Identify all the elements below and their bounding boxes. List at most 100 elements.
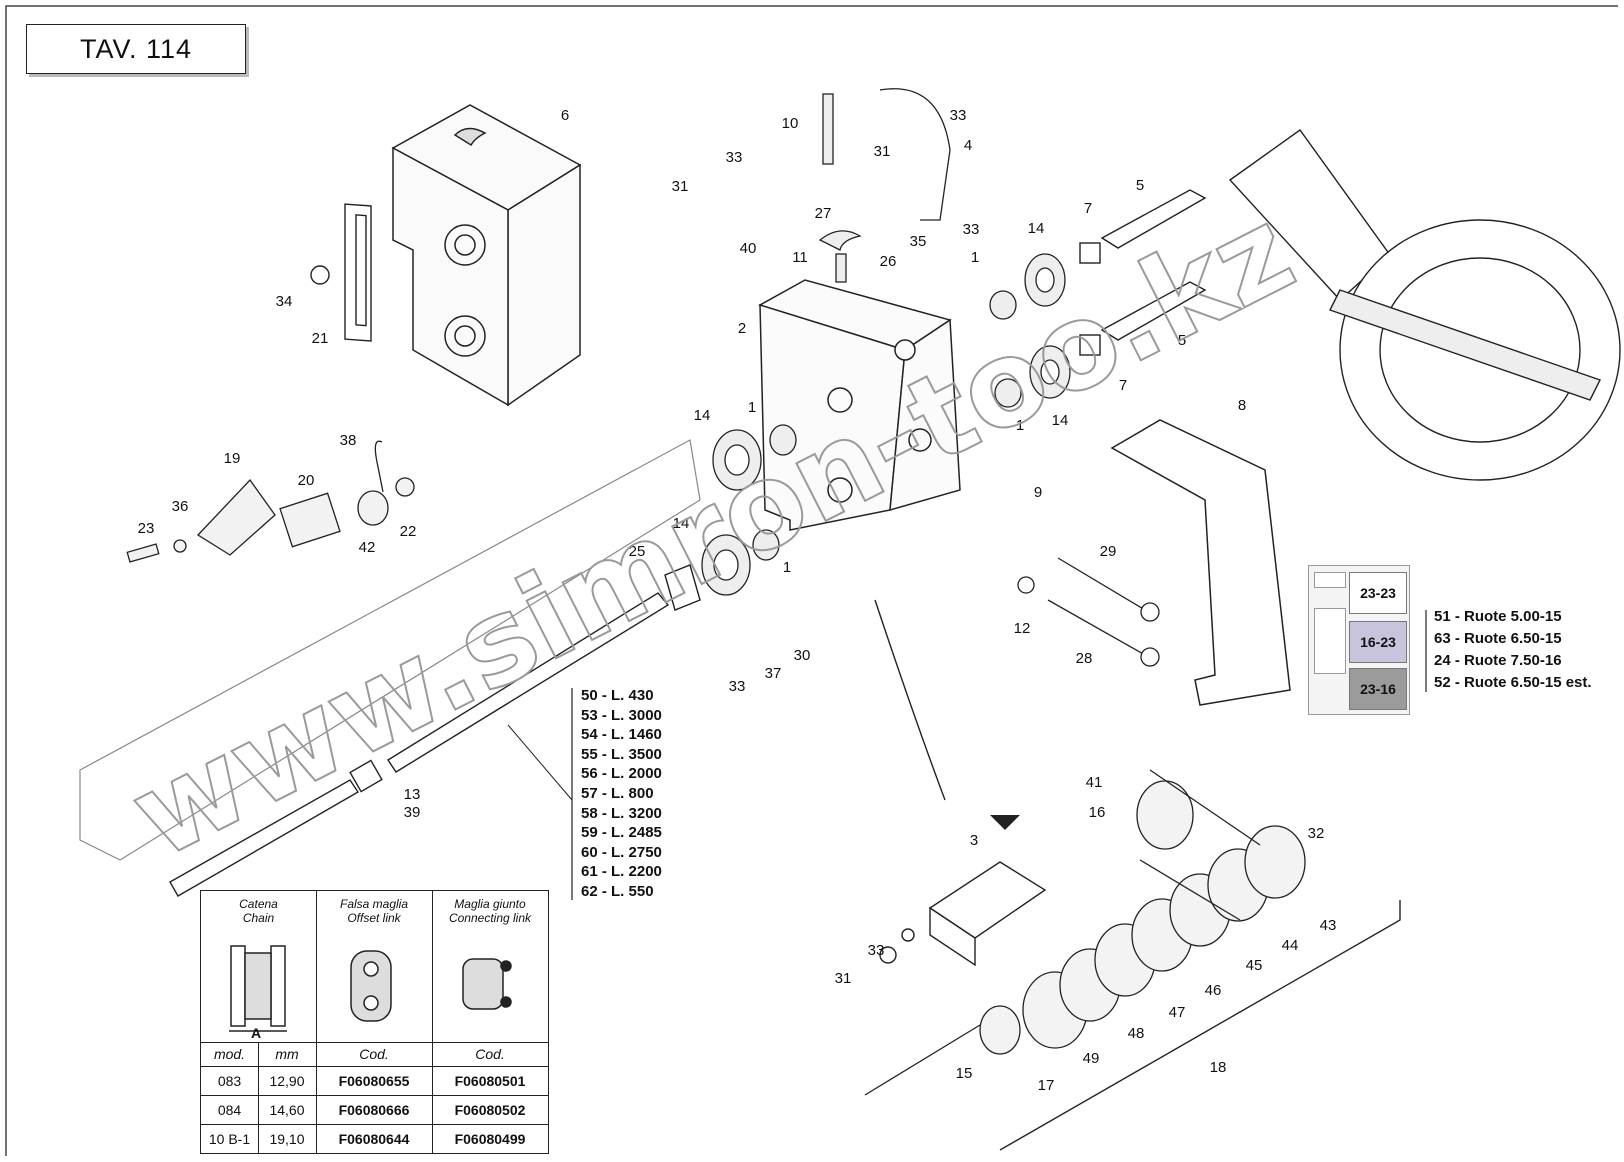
callout-30: 30 <box>794 647 811 664</box>
table-cell: 10 B-1 <box>208 1130 251 1147</box>
counter-assembly <box>126 440 415 563</box>
callout-6: 6 <box>561 107 569 124</box>
callout-39: 39 <box>404 804 421 821</box>
connecting-link-icon <box>462 958 512 1010</box>
chain-guard <box>1110 419 1291 706</box>
conveyor-plane <box>79 439 701 861</box>
callout-16: 16 <box>1089 804 1106 821</box>
callout-1: 1 <box>748 399 756 416</box>
callout-14: 14 <box>673 515 690 532</box>
table-cell: F06080499 <box>454 1130 526 1147</box>
wheel-item: 63 - Ruote 6.50-15 <box>1434 630 1562 647</box>
dimension-a-label: A <box>250 1025 262 1041</box>
length-item: 57 - L. 800 <box>581 784 654 802</box>
callout-29: 29 <box>1100 543 1117 560</box>
main-plate <box>758 279 961 531</box>
table-cell: F06080502 <box>454 1101 526 1118</box>
bracket-3 <box>879 861 1047 967</box>
square-shafts <box>1079 189 1207 356</box>
callout-31: 31 <box>835 970 852 987</box>
callout-11: 11 <box>792 249 808 266</box>
chain-icons <box>229 945 512 1032</box>
ratio-blank <box>1314 608 1346 674</box>
subheader-mod: mod. <box>213 1046 246 1062</box>
callout-1: 1 <box>783 559 791 576</box>
bearings <box>701 253 1071 596</box>
length-list: 50 - L. 430 53 - L. 3000 54 - L. 1460 55… <box>581 686 662 902</box>
callout-42: 42 <box>359 539 376 556</box>
table-cell: 12,90 <box>269 1072 305 1089</box>
callout-44: 44 <box>1282 937 1299 954</box>
callout-32: 32 <box>1308 825 1325 842</box>
length-item: 50 - L. 430 <box>581 687 654 704</box>
ratio-blank <box>1314 572 1346 588</box>
gearbox-housing <box>391 104 582 407</box>
callout-33: 33 <box>868 942 885 959</box>
callout-3: 3 <box>970 832 978 849</box>
callout-40: 40 <box>740 240 757 257</box>
callout-33: 33 <box>729 678 746 695</box>
table-cell: 19,10 <box>269 1130 305 1147</box>
callout-18: 18 <box>1210 1059 1227 1076</box>
callout-14: 14 <box>1052 412 1069 429</box>
wheel-item: 52 - Ruote 6.50-15 est. <box>1434 674 1592 691</box>
knob-and-spring <box>818 88 951 283</box>
length-item: 53 - L. 3000 <box>581 706 662 724</box>
subheader-mm: mm <box>275 1046 299 1062</box>
callout-35: 35 <box>910 233 927 250</box>
callout-48: 48 <box>1128 1025 1145 1042</box>
table-cell: 084 <box>217 1101 242 1118</box>
callout-46: 46 <box>1205 982 1222 999</box>
callout-7: 7 <box>1119 377 1127 394</box>
offset-link-icon <box>350 950 392 1022</box>
callout-43: 43 <box>1320 917 1337 934</box>
callout-45: 45 <box>1246 957 1263 974</box>
callout-37: 37 <box>765 665 782 682</box>
direction-arrow <box>990 815 1020 830</box>
callout-22: 22 <box>400 523 417 540</box>
length-item: 58 - L. 3200 <box>581 804 662 822</box>
callout-33: 33 <box>950 107 967 124</box>
table-cell: 14,60 <box>269 1101 305 1118</box>
callout-31: 31 <box>672 178 689 195</box>
sprocket-stack <box>864 769 1306 1096</box>
wheel-item: 24 - Ruote 7.50-16 <box>1434 652 1562 669</box>
length-item: 54 - L. 1460 <box>581 726 662 744</box>
callout-20: 20 <box>298 472 315 489</box>
table-cell: 083 <box>217 1072 242 1089</box>
subheader-cod: Cod. <box>359 1046 389 1062</box>
callout-9: 9 <box>1034 484 1042 501</box>
subheader-cod: Cod. <box>475 1046 505 1062</box>
callout-41: 41 <box>1086 774 1103 791</box>
brace-18 <box>999 900 1401 1151</box>
callout-10: 10 <box>782 115 799 132</box>
callout-47: 47 <box>1169 1004 1186 1021</box>
table-cell: F06080644 <box>338 1130 410 1147</box>
callout-28: 28 <box>1076 650 1093 667</box>
drawing-title: TAV. 114 <box>26 24 246 74</box>
wheel-item: 51 - Ruote 5.00-15 <box>1434 608 1562 625</box>
callout-14: 14 <box>694 407 711 424</box>
bracket-21 <box>310 203 372 342</box>
callout-34: 34 <box>276 293 293 310</box>
length-item: 60 - L. 2750 <box>581 843 662 861</box>
callout-1: 1 <box>971 249 979 266</box>
callout-14: 14 <box>1028 220 1045 237</box>
callout-12: 12 <box>1014 620 1031 637</box>
table-cell: F06080666 <box>338 1101 410 1118</box>
length-item: 59 - L. 2485 <box>581 824 662 842</box>
callout-5: 5 <box>1178 332 1186 349</box>
callout-26: 26 <box>880 253 897 270</box>
length-item: 56 - L. 2000 <box>581 765 662 783</box>
callout-8: 8 <box>1238 397 1246 414</box>
callout-19: 19 <box>224 450 241 467</box>
ratio-23-23: 23-23 <box>1349 572 1407 614</box>
ratio-legend: 23-23 16-23 23-16 <box>1308 565 1410 715</box>
callout-33: 33 <box>963 221 980 238</box>
wheel-list: 51 - Ruote 5.00-15 63 - Ruote 6.50-15 24… <box>1434 606 1592 694</box>
